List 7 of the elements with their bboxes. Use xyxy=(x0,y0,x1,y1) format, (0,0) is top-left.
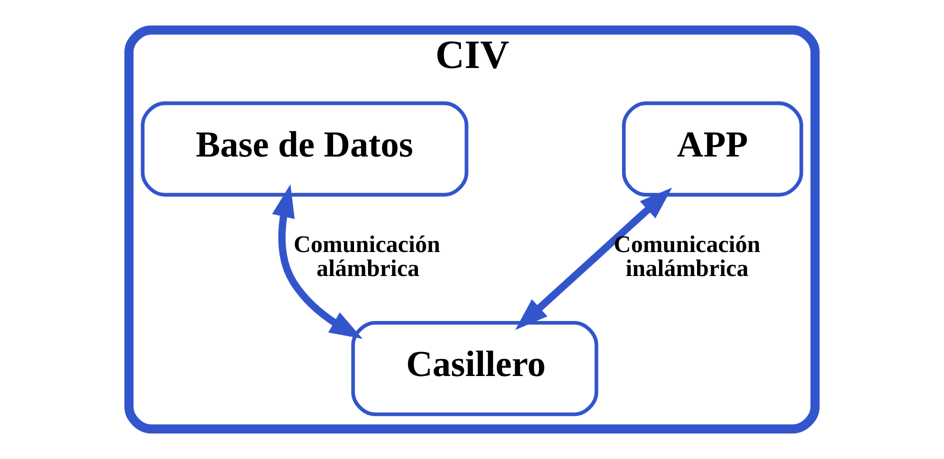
node-box: Casillero xyxy=(351,320,598,416)
arrow xyxy=(272,184,363,339)
node-box: APP xyxy=(622,101,804,197)
arrow xyxy=(515,188,672,330)
edge-label: Comunicación inalámbrica xyxy=(614,232,760,282)
node-box: Base de Datos xyxy=(140,101,468,197)
edge-label: Comunicación alámbrica xyxy=(294,232,440,282)
